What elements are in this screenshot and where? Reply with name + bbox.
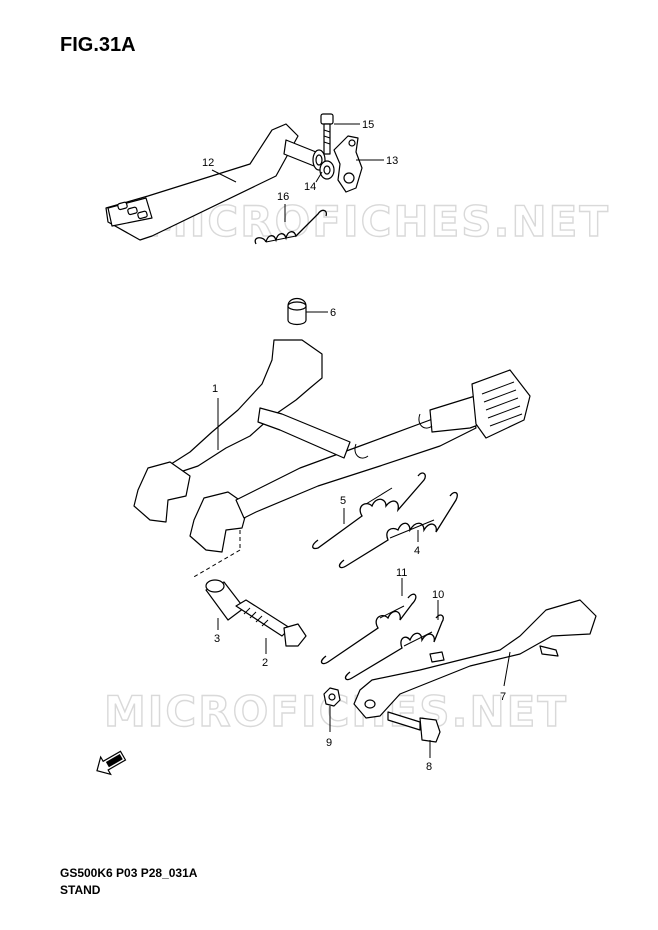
part-6-stopper <box>287 297 307 326</box>
part-5-spring <box>312 472 426 550</box>
callout-1: 1 <box>212 383 218 395</box>
part-7-side-stand <box>353 599 597 719</box>
part-8-pivot-bolt <box>387 711 441 743</box>
callout-7: 7 <box>500 691 506 703</box>
figure-title: FIG.31A <box>60 34 136 56</box>
callout-10: 10 <box>432 589 444 601</box>
callout-13: 13 <box>386 155 398 167</box>
part-4-spring <box>338 491 458 569</box>
callout-6: 6 <box>330 307 336 319</box>
diagram-code: GS500K6 P03 P28_031A <box>60 866 198 880</box>
callout-15: 15 <box>362 119 374 131</box>
callout-5: 5 <box>340 495 346 507</box>
part-9-nut <box>323 687 341 707</box>
part-14-washer <box>319 160 335 180</box>
fwd-arrow-icon <box>96 750 127 776</box>
part-10-spring <box>344 614 444 681</box>
part-16-spring <box>254 209 328 245</box>
part-11-spring <box>320 593 417 665</box>
callout-16: 16 <box>277 191 289 203</box>
part-3-collar <box>205 579 245 621</box>
watermark-upper: MICROFICHES.NET <box>146 197 610 246</box>
callout-14: 14 <box>304 181 316 193</box>
part-1-center-stand <box>133 339 531 579</box>
part-12-brake-pedal <box>105 123 326 241</box>
callout-12: 12 <box>202 157 214 169</box>
callout-11: 11 <box>396 567 407 579</box>
callout-3: 3 <box>214 633 220 645</box>
callout-9: 9 <box>326 737 332 749</box>
part-15-bolt <box>320 113 334 155</box>
part-2-bolt <box>235 599 307 647</box>
callout-4: 4 <box>414 545 420 557</box>
section-name: STAND <box>60 883 101 897</box>
callout-8: 8 <box>426 761 432 773</box>
part-13-lever <box>333 135 363 193</box>
callout-2: 2 <box>262 657 268 669</box>
leader-lines <box>211 123 511 758</box>
